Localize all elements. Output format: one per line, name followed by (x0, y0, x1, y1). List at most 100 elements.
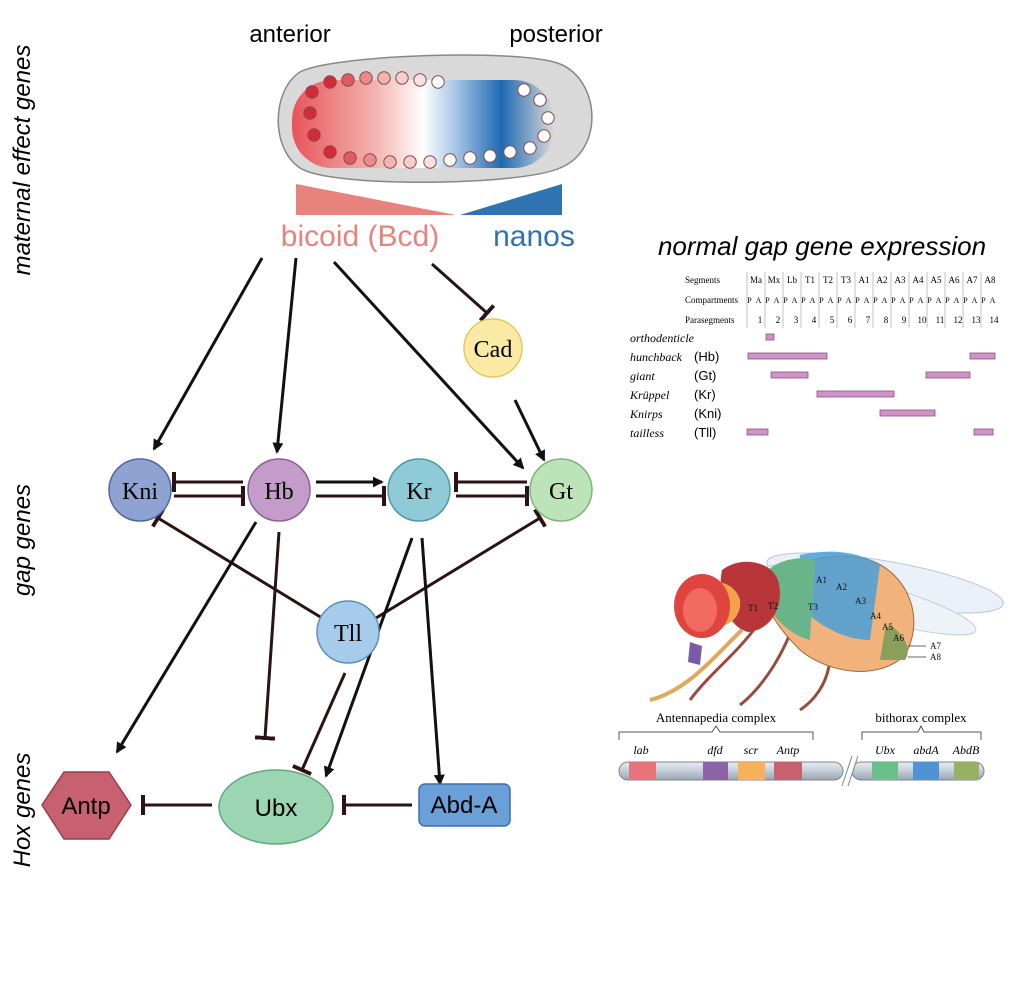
node-cad-label: Cad (474, 337, 513, 363)
nucleus (541, 111, 555, 125)
edge-bcd-gt (332, 260, 525, 470)
segment-cell: A3 (895, 275, 906, 285)
nucleus (305, 85, 319, 99)
segment-cell: T1 (805, 275, 815, 285)
expression-bar (816, 390, 895, 398)
gene-row-abbr: (Kr) (694, 387, 716, 402)
node-abda-label: Abd-A (431, 792, 498, 819)
compartment-cell: P (819, 296, 824, 305)
expression-bar (925, 371, 971, 379)
compartment-cell: A (792, 296, 798, 305)
compartment-cell: A (972, 296, 978, 305)
compartment-cell: P (909, 296, 914, 305)
network-edges (115, 257, 547, 815)
compartment-cell: P (963, 296, 968, 305)
segment-cell: A1 (859, 275, 870, 285)
fly-segment-label: A5 (882, 622, 893, 632)
nucleus (377, 71, 391, 85)
nucleus (341, 73, 355, 87)
compartment-cell: A (810, 296, 816, 305)
nucleus (383, 155, 397, 169)
expression-bar (973, 428, 994, 436)
compartment-cell: P (765, 296, 770, 305)
edge-cad-gt (513, 399, 546, 462)
segment-cell: A5 (931, 275, 942, 285)
parasegment-cell: 2 (776, 315, 781, 325)
nucleus (423, 155, 437, 169)
nucleus (403, 155, 417, 169)
hox-complexes: Antennapedia complex bithorax complex la… (618, 710, 985, 787)
nucleus (483, 149, 497, 163)
compartment-cell: P (747, 296, 752, 305)
edge-hb-antp (115, 521, 258, 754)
segment-cell: Ma (750, 275, 762, 285)
compartment-cell: A (846, 296, 852, 305)
compartment-cell: A (774, 296, 780, 305)
nucleus (431, 75, 445, 89)
fly-segment-label: A1 (816, 575, 827, 585)
node-hb: Hb (247, 458, 311, 522)
parasegment-cell: 4 (812, 315, 817, 325)
parasegment-cell: 12 (954, 315, 963, 325)
fly-segment-label: A4 (870, 611, 881, 621)
nucleus (307, 128, 321, 142)
gene-row-name: Krüppel (629, 388, 670, 402)
embryo-illustration (277, 54, 593, 183)
parasegment-cell: 8 (884, 315, 889, 325)
node-tll: Tll (316, 600, 380, 664)
nucleus (413, 73, 427, 87)
segment-cell: A2 (877, 275, 888, 285)
compartment-cell: P (801, 296, 806, 305)
fly-segment-label: A2 (836, 582, 847, 592)
compartment-cell: P (855, 296, 860, 305)
gene-row-name: orthodenticle (630, 331, 695, 345)
gene-dfd: dfd (707, 743, 723, 757)
expression-bar (770, 371, 809, 379)
hox-genes-label: Hox genes (9, 753, 36, 868)
compartment-cell: P (873, 296, 878, 305)
fly-segment-label: A7 (930, 641, 941, 651)
bithorax-complex-label: bithorax complex (875, 710, 967, 725)
nanos-label: nanos (493, 220, 575, 253)
edge-bcd-cad (431, 262, 496, 322)
bicoid-gradient-wedge (296, 184, 456, 215)
segment-cell: Lb (787, 275, 797, 285)
expression-bar (765, 333, 775, 341)
gene-row-name: Knirps (629, 407, 663, 421)
gap-genes-label: gap genes (9, 484, 36, 596)
compartment-cell: A (900, 296, 906, 305)
node-kr-label: Kr (406, 479, 431, 505)
segment-cell: A8 (985, 275, 996, 285)
gene-row-abbr: (Kni) (694, 406, 721, 421)
posterior-label: posterior (509, 21, 602, 48)
segment-cell: A7 (967, 275, 978, 285)
compartment-cell: P (891, 296, 896, 305)
nucleus (517, 83, 531, 97)
nucleus (343, 151, 357, 165)
compartment-cell: A (918, 296, 924, 305)
gene-lab: lab (633, 743, 648, 757)
gap-expression-title: normal gap gene expression (658, 231, 986, 261)
gene-abdb: AbdB (952, 743, 980, 757)
parasegment-cell: 10 (918, 315, 928, 325)
nucleus (395, 71, 409, 85)
edge-tll-ubx (292, 672, 347, 776)
compartment-cell: A (828, 296, 834, 305)
node-gt-label: Gt (549, 479, 573, 505)
nucleus (503, 145, 517, 159)
gene-antp: Antp (776, 743, 800, 757)
row-header-segments: Segments (685, 275, 720, 285)
node-ubx: Ubx (218, 769, 334, 845)
expression-bar (879, 409, 936, 417)
segment-cell: T3 (841, 275, 851, 285)
node-kni: Kni (108, 458, 172, 522)
node-kr: Kr (387, 458, 451, 522)
nucleus (323, 145, 337, 159)
compartment-cell: P (927, 296, 932, 305)
segment-cell: Mx (768, 275, 781, 285)
nanos-gradient-wedge (460, 184, 562, 215)
gene-row-abbr: (Hb) (694, 349, 719, 364)
